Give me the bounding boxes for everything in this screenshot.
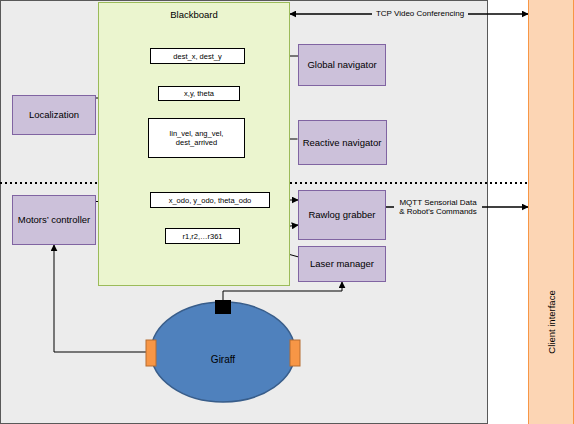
blackboard-panel: Blackboard dest_x, dest_y x,y, theta lin_ve… [98, 2, 290, 286]
connector-label: MQTT Sensorial Data & Robot's Commands [394, 198, 482, 216]
data-slot: x_odo, y_odo, theta_odo [150, 192, 270, 208]
client-band: Client interface [528, 0, 574, 424]
variable-text: x,y, theta [184, 89, 214, 98]
box-label: Motors’ controller [18, 214, 91, 225]
robot-body [151, 302, 295, 402]
data-slot: dest_x, dest_y [150, 48, 245, 64]
module-box: Localization [12, 95, 96, 135]
box-label: Giraff [146, 354, 300, 365]
module-box: Motors’ controller [12, 195, 96, 245]
robot-drawing [146, 300, 300, 404]
box-label: Global navigator [307, 59, 376, 70]
data-slot: x,y, theta [158, 86, 240, 101]
variable-text: lin_vel, ang_vel, dest_arrived [151, 129, 242, 147]
data-slot: lin_vel, ang_vel, dest_arrived [148, 118, 245, 158]
box-label: Rawlog grabber [308, 209, 375, 220]
connector-label: TCP Video Conferencing [372, 9, 468, 18]
box-label: Reactive navigator [303, 137, 382, 148]
module-box: Global navigator [298, 44, 386, 86]
wheel [146, 340, 156, 366]
module-box: Rawlog grabber [298, 190, 386, 240]
box-label: Localization [29, 109, 79, 120]
variable-text: dest_x, dest_y [173, 52, 221, 61]
module-box: Reactive navigator [298, 120, 387, 165]
data-slot: r1,r2,…r361 [165, 228, 240, 244]
box-label: Client interface [546, 291, 557, 354]
wheel [290, 340, 300, 366]
variable-text: r1,r2,…r361 [182, 232, 222, 241]
robot-base: Giraff [146, 300, 300, 404]
robot-region [1, 1, 488, 424]
panel-heading: Blackboard [99, 9, 289, 20]
variable-text: x_odo, y_odo, theta_odo [169, 196, 252, 205]
module-box: Laser manager [298, 246, 386, 282]
box-label: Laser manager [310, 258, 374, 269]
laser-sensor [215, 300, 231, 314]
